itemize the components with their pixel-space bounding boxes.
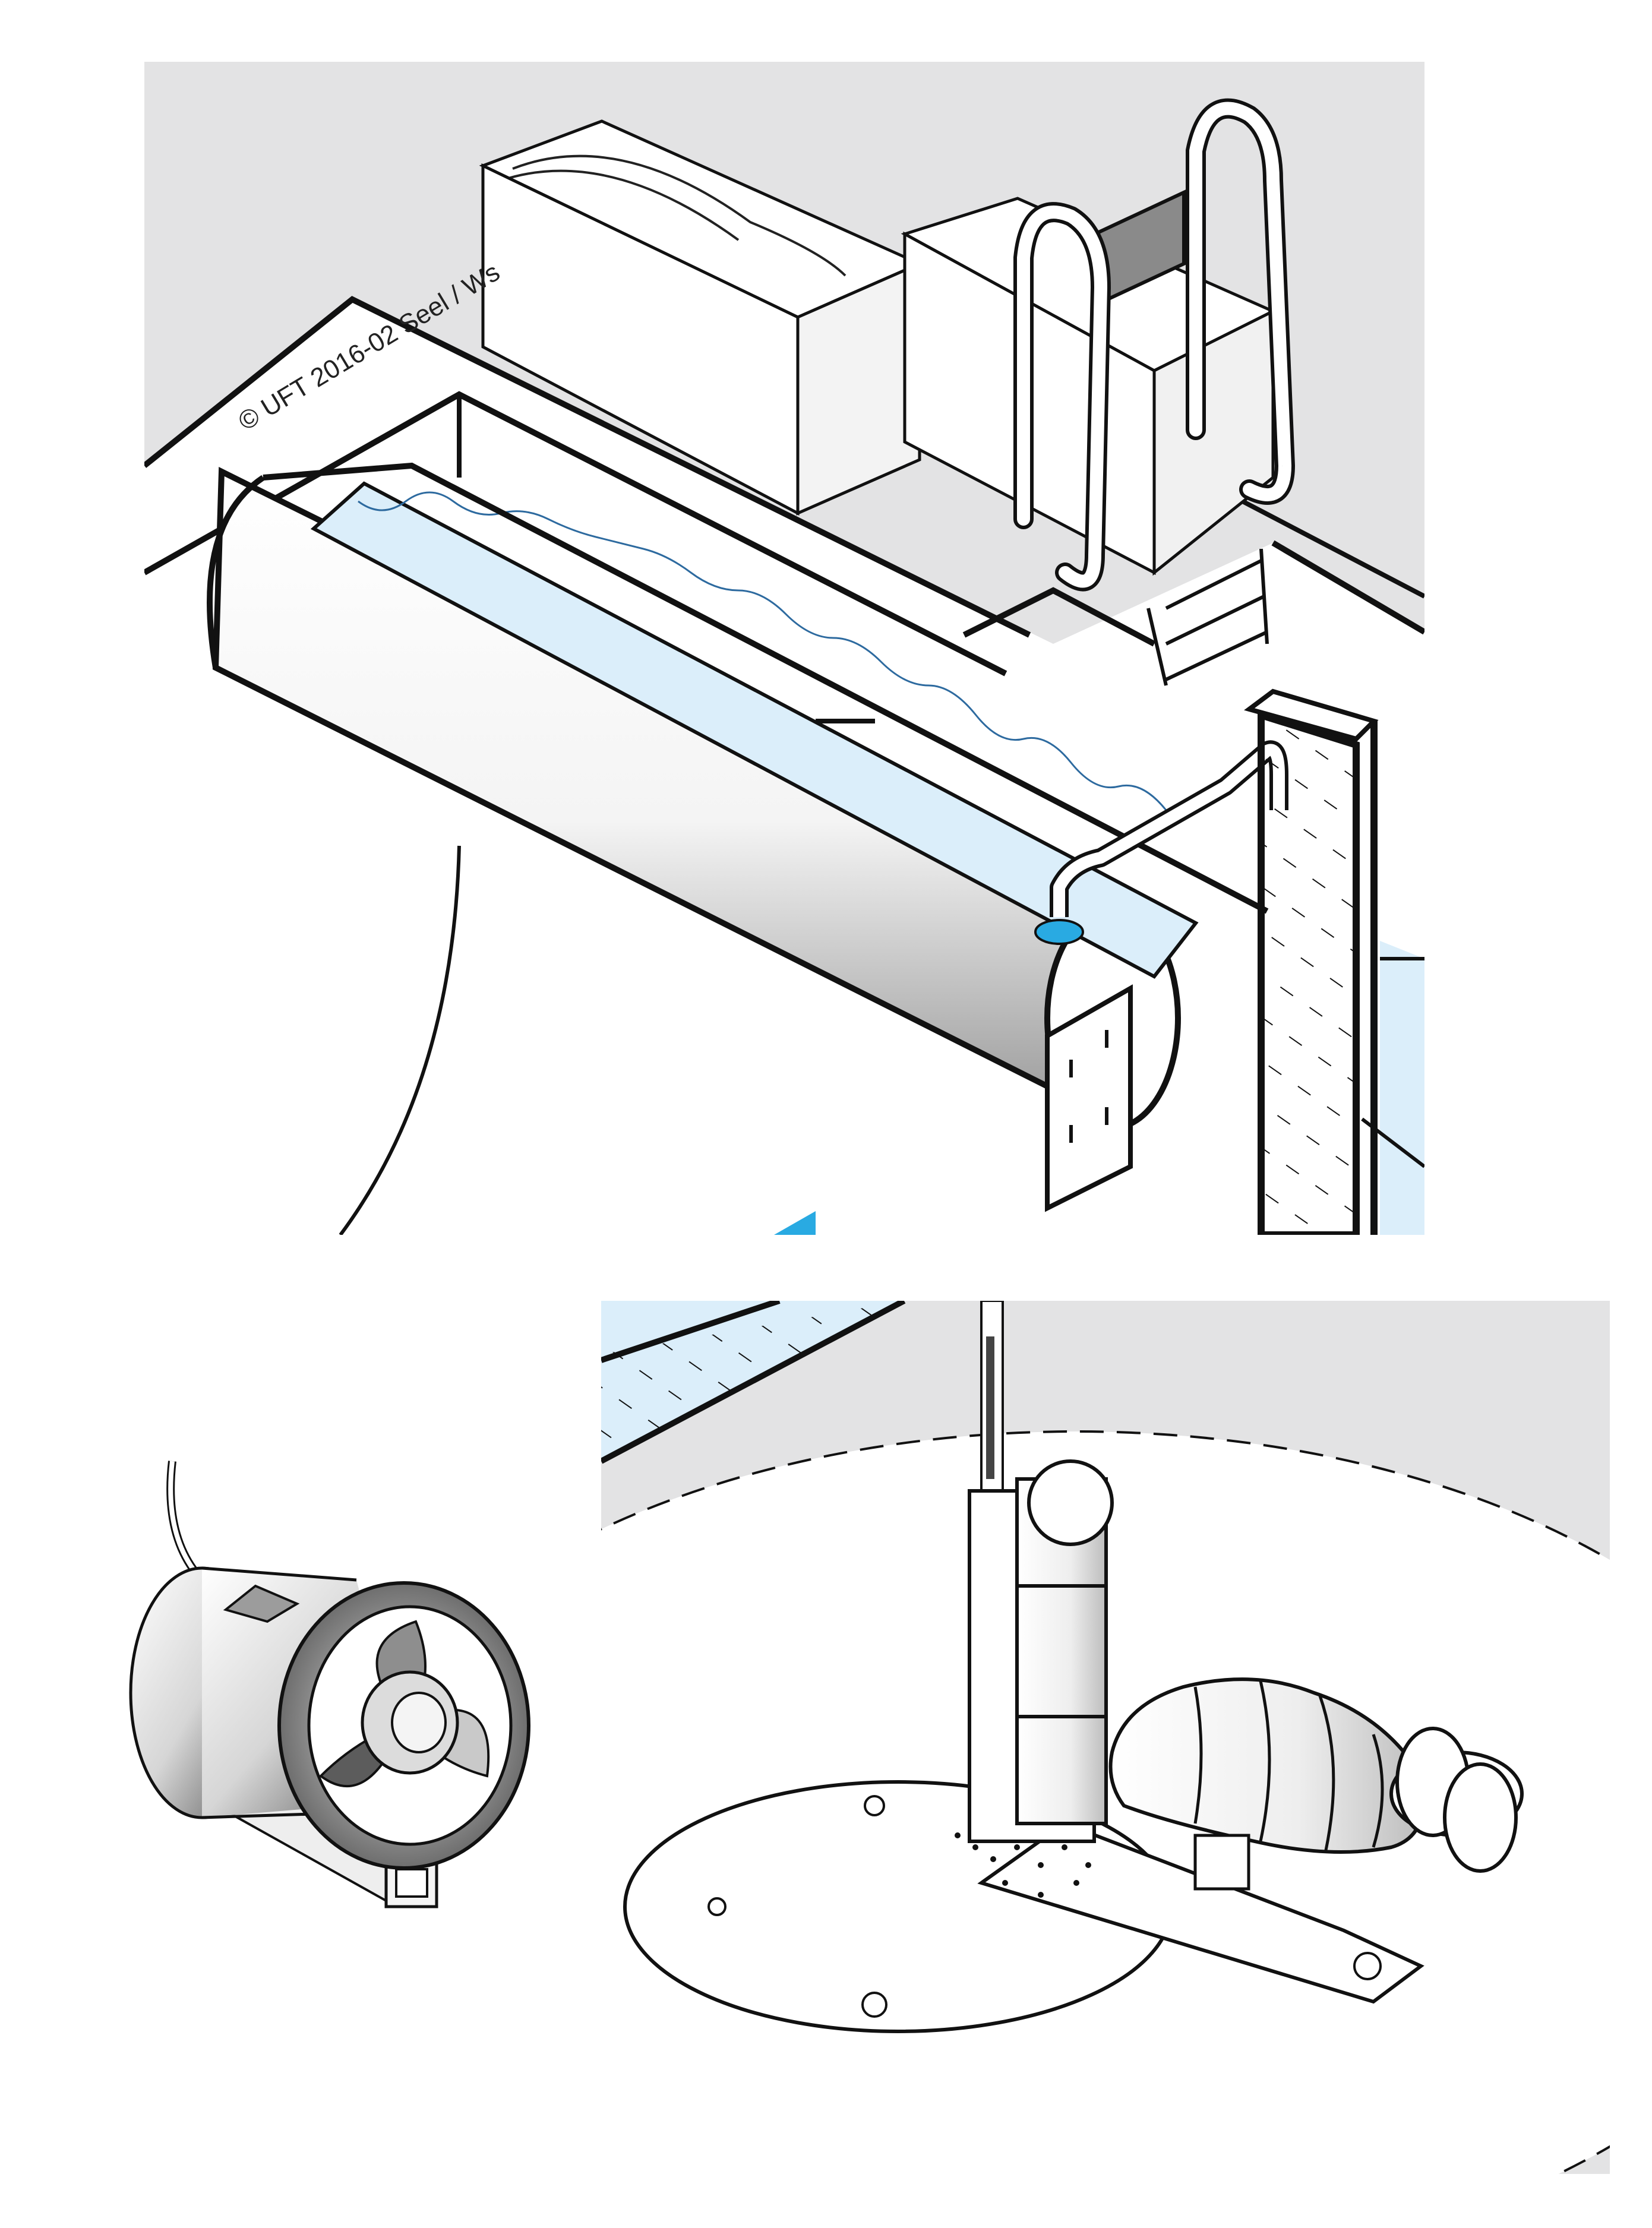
access-platform [901,98,1296,686]
trough-illustration: © UFT 2016-02 Seel / Ws [144,62,1424,1235]
trough-illustration-panel: © UFT 2016-02 Seel / Ws [144,62,1424,1235]
mixer-on-base-illustration [601,1301,1610,2174]
water-surface-right [1380,941,1424,1235]
mixer-base-illustration-panel [601,1301,1610,2174]
spray-nozzle [1034,919,1084,945]
horizontal-mixer [1108,1677,1524,1873]
mixer-illustration-panel [107,1443,558,1930]
submersible-mixer-illustration [129,1461,530,1908]
overflow-trough [207,462,1269,1212]
control-cabinet [479,119,924,516]
flow-arrow [774,1211,816,1235]
concrete-wall [1244,688,1379,1235]
